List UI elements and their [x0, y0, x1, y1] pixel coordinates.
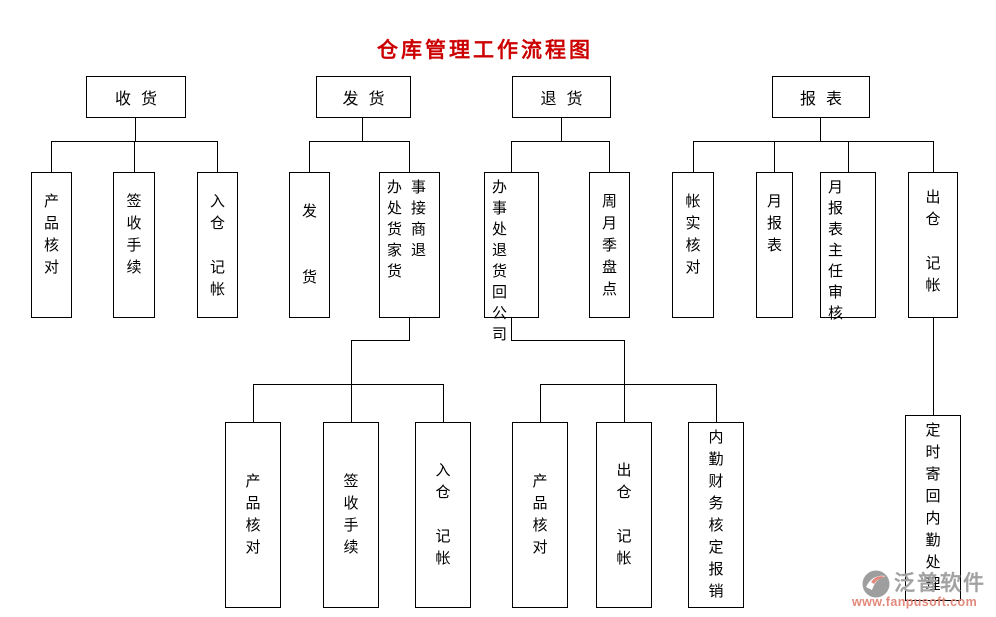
fanpu-logo-icon [862, 570, 890, 598]
node-shouhuo-qianshou-shouxu: 签 收 手 续 [113, 172, 155, 318]
connector-line [820, 118, 821, 142]
node-shouhuo-chanpin-hedui: 产 品 核 对 [31, 172, 72, 318]
node-baobiao: 报表 [772, 76, 870, 118]
watermark-brand: 泛普软件 [894, 572, 986, 595]
connector-line [774, 141, 775, 172]
node-tuihuo-chucang-jizhang: 出 仓 记 帐 [596, 422, 652, 608]
connector-line [362, 118, 363, 142]
connector-line [351, 340, 410, 341]
connector-line [443, 384, 444, 422]
connector-line [51, 141, 52, 172]
node-baobiao-dingshi-jihui: 定 时 寄 回 内 勤 处 理 [905, 415, 961, 601]
connector-line [511, 340, 625, 341]
page-title: 仓库管理工作流程图 [377, 39, 593, 62]
connector-line [253, 384, 444, 385]
connector-line [511, 318, 512, 341]
node-shouhuo: 收货 [86, 76, 186, 118]
node-tuihuo-chanpin-hedui: 产 品 核 对 [512, 422, 568, 608]
node-baobiao-zhangshi-hedui: 帐 实 核 对 [672, 172, 714, 318]
connector-line [624, 340, 625, 384]
connector-line [933, 141, 934, 172]
connector-line [309, 141, 410, 142]
node-baobiao-yuebaobiao: 月 报 表 [756, 172, 793, 318]
connector-line [561, 118, 562, 142]
connector-line [511, 141, 610, 142]
connector-line [693, 141, 694, 172]
connector-line [135, 118, 136, 142]
watermark: 泛普软件 www.fanpusoft.com [851, 567, 995, 617]
connector-line [409, 318, 410, 341]
connector-line [134, 141, 135, 172]
node-shouhuo-rucang-jizhang: 入 仓 记 帐 [197, 172, 238, 318]
connector-line [693, 141, 934, 142]
connector-line [253, 384, 254, 422]
node-fahuo-qianshou-shouxu: 签 收 手 续 [323, 422, 379, 608]
node-tuihuo-neiqin-baoxiao: 内 勤 财 务 核 定 报 销 [688, 422, 744, 608]
connector-line [217, 141, 218, 172]
connector-line [309, 141, 310, 172]
connector-line [540, 384, 717, 385]
connector-line [716, 384, 717, 422]
connector-line [624, 384, 625, 422]
connector-line [933, 318, 934, 415]
node-baobiao-zhuren-shenhe: 月报 表主 任审 核 [820, 172, 876, 322]
node-fahuo-rucang-jizhang: 入 仓 记 帐 [415, 422, 471, 608]
connector-line [351, 340, 352, 384]
connector-line [540, 384, 541, 422]
connector-line [511, 141, 512, 172]
node-tuihuo: 退货 [512, 76, 611, 118]
node-tuihuo-zhouyueji-pandian: 周 月 季 盘 点 [589, 172, 630, 318]
connector-line [609, 141, 610, 172]
node-fahuo-banshichu-jiehuo: 办事 处接 货商 家退 货 [379, 172, 440, 318]
connector-line [848, 141, 849, 172]
node-fahuo-chanpin-hedui: 产 品 核 对 [225, 422, 281, 608]
node-fahuo: 发货 [316, 76, 411, 118]
node-fahuo-fahuo: 发 货 [289, 172, 330, 318]
node-tuihuo-banshichu-tuihuo: 办事 处退 货回 公司 [484, 172, 539, 343]
connector-line [409, 141, 410, 172]
watermark-url: www.fanpusoft.com [852, 595, 978, 609]
node-baobiao-chucang-jizhang: 出 仓 记 帐 [908, 172, 958, 318]
connector-line [351, 384, 352, 422]
